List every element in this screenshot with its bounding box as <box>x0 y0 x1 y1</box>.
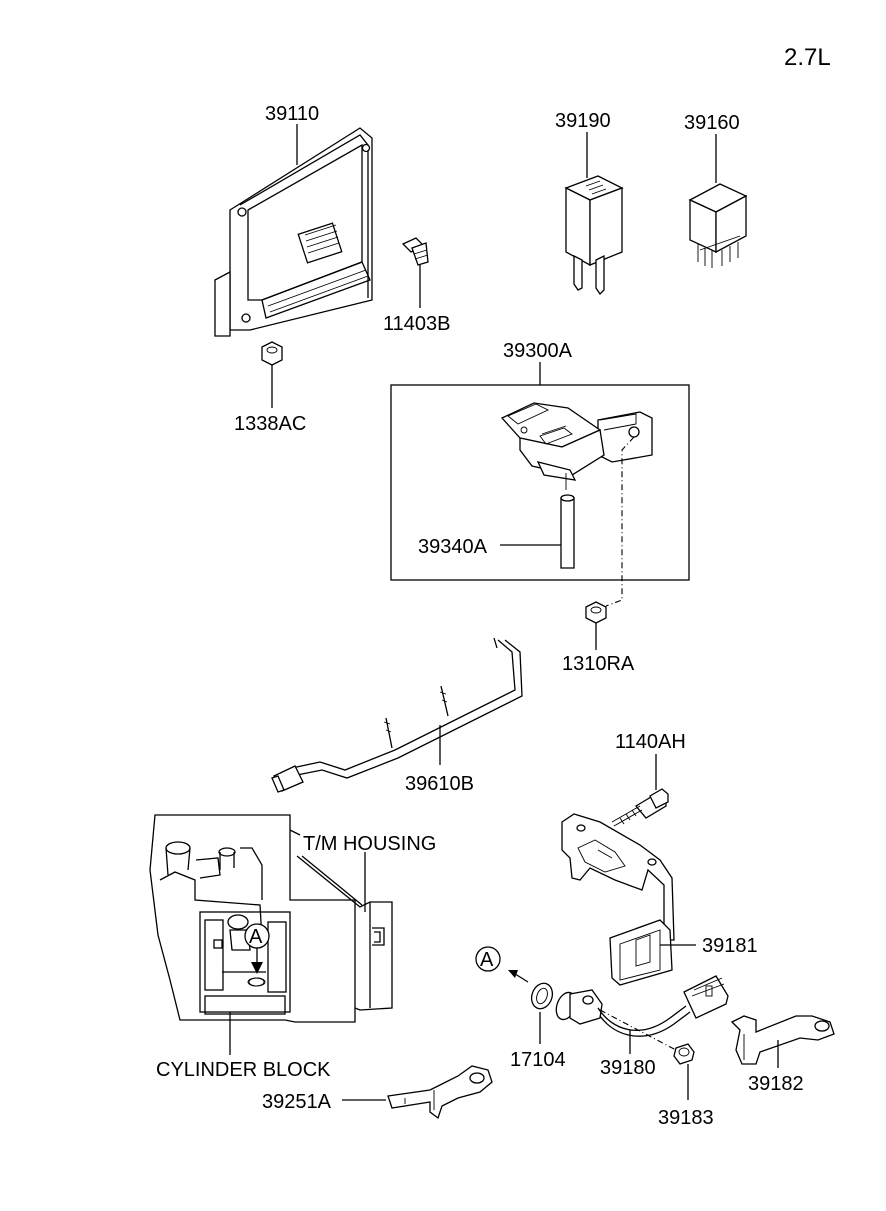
protector-part <box>609 919 673 986</box>
bolt-bracket-icon <box>611 788 669 827</box>
bolt-bracket-label: 1140AH <box>615 731 686 753</box>
mount-bracket-part <box>561 813 675 941</box>
harness-part <box>271 637 523 793</box>
ref-a-detail-label: A <box>249 926 263 948</box>
harness-label: 39610B <box>405 773 474 795</box>
cylinder-block-detail <box>149 814 356 1023</box>
relay-b-label: 39160 <box>684 112 740 134</box>
engine-label: 2.7L <box>784 44 831 71</box>
sensor-bolt-icon <box>673 1043 695 1065</box>
bracket-b-label: 39182 <box>748 1073 804 1095</box>
sensor-bolt-label: 39183 <box>658 1107 714 1129</box>
tm-housing <box>296 855 393 1011</box>
nut-ecu-label: 1338AC <box>234 413 306 435</box>
crank-sensor-label: 39180 <box>600 1057 656 1079</box>
bracket-a-part <box>387 1065 493 1120</box>
map-sensor-assy-label: 39300A <box>503 340 573 362</box>
ref-a-label: A <box>480 949 494 971</box>
relay-a-label: 39190 <box>555 110 611 132</box>
map-sensor-box <box>390 384 690 581</box>
bracket-a-label: 39251A <box>262 1091 332 1113</box>
nut-icon <box>261 341 283 366</box>
nut-bracket-label: 1310RA <box>562 653 635 675</box>
washer-label: 17104 <box>510 1049 566 1071</box>
bolt-icon <box>401 237 429 266</box>
washer-part <box>530 982 554 1010</box>
hose-part <box>560 494 575 569</box>
cylinder-block-label: CYLINDER BLOCK <box>156 1059 331 1081</box>
map-sensor-part <box>500 402 653 490</box>
bracket-b-part <box>730 1015 835 1065</box>
relay-b-part <box>688 183 748 268</box>
relay-a-part <box>564 175 624 296</box>
ecu-label: 39110 <box>265 103 319 125</box>
nut-bracket-icon <box>585 601 607 624</box>
vacuum-hose-label: 39340A <box>418 536 488 558</box>
protector-label: 39181 <box>702 935 758 957</box>
bolt-ecu-label: 11403B <box>383 313 450 335</box>
ecu-part <box>214 127 373 337</box>
tm-housing-label: T/M HOUSING <box>303 833 436 855</box>
crank-sensor-part <box>555 975 729 1037</box>
